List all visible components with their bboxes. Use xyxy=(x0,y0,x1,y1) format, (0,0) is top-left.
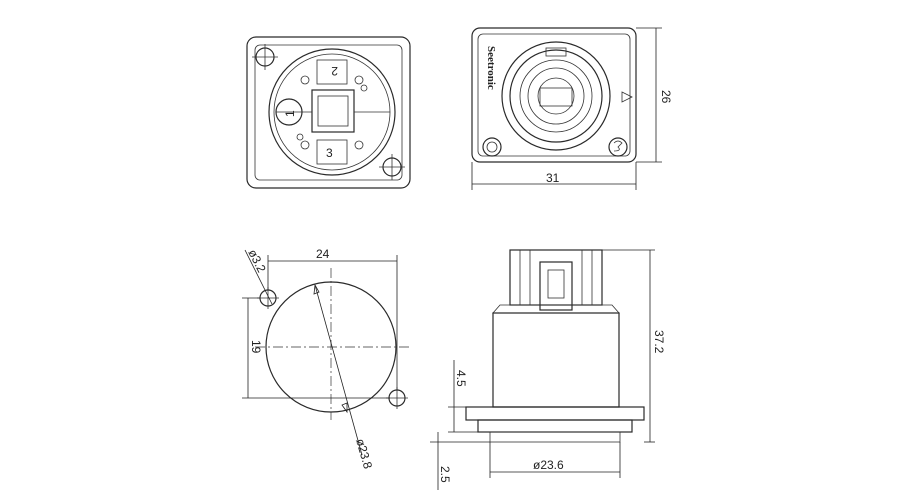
pin-2-label: 2 xyxy=(331,64,338,78)
dim-hole-spacing: 19 xyxy=(249,340,263,354)
panel-cutout-view: 24 19 ø3.2 ø23.8 xyxy=(242,247,410,471)
dim-body-dia: ø23.6 xyxy=(533,458,564,472)
front-body-circle xyxy=(501,41,611,151)
front-lock-button xyxy=(608,137,628,157)
dim-flange-width: 24 xyxy=(316,247,330,261)
dim-body-length: 37.2 xyxy=(652,330,666,354)
side-nose xyxy=(489,431,621,443)
brand-label: Seetronic xyxy=(485,46,497,90)
front-ring xyxy=(509,49,603,143)
pin-1-label: 1 xyxy=(283,110,297,117)
rear-housing-inner xyxy=(254,44,403,181)
side-body xyxy=(492,312,620,408)
side-view: 37.2 4.5 2.5 ø23.6 xyxy=(430,249,666,490)
side-solder-tab xyxy=(539,261,573,311)
front-view: Seetronic 26 31 xyxy=(471,27,673,190)
front-mount-hole xyxy=(482,137,502,157)
rear-center-terminal xyxy=(311,89,355,133)
front-key-slot xyxy=(545,47,567,57)
side-rear-terminals xyxy=(509,249,603,306)
pin-2-slot xyxy=(316,59,348,85)
side-flange xyxy=(465,406,645,421)
rear-view: 1 2 3 xyxy=(246,36,411,189)
pin-3-slot xyxy=(316,139,348,165)
dim-cutout-dia: ø23.8 xyxy=(353,437,375,471)
dim-flange-step: 2.5 xyxy=(438,466,452,483)
pin-3-label: 3 xyxy=(326,146,333,160)
dim-front-height: 26 xyxy=(659,90,673,104)
front-housing-outline xyxy=(471,27,637,163)
dim-flange-thickness: 4.5 xyxy=(454,370,468,387)
arrow-marker xyxy=(621,91,633,103)
side-front-lip xyxy=(477,419,633,433)
rear-housing-outline xyxy=(246,36,411,189)
dim-leader-3-2 xyxy=(244,249,273,305)
dim-front-width: 31 xyxy=(546,171,560,185)
rear-body-circle xyxy=(268,48,396,176)
dim-leader-23-8 xyxy=(314,284,363,456)
dim-mount-hole: ø3.2 xyxy=(245,247,269,275)
